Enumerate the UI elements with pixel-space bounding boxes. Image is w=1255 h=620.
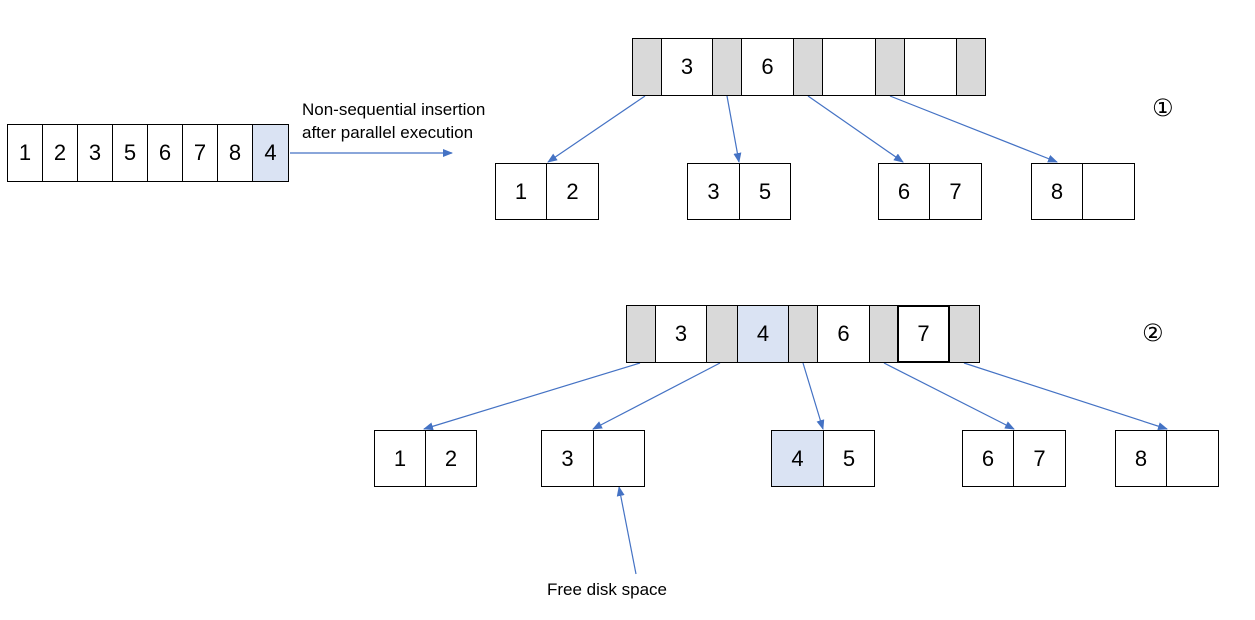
tree1-pointer-cell bbox=[875, 38, 905, 96]
tree1-marker: ① bbox=[1152, 94, 1174, 122]
leaf-cell: 5 bbox=[739, 163, 791, 220]
leaf-cell: 1 bbox=[495, 163, 547, 220]
tree2-pointer-cell bbox=[788, 305, 818, 363]
tree1-key-cell: 3 bbox=[661, 38, 713, 96]
leaf-cell: 7 bbox=[929, 163, 982, 220]
tree2-pointer-cell bbox=[626, 305, 656, 363]
tree2-pointer-cell bbox=[706, 305, 738, 363]
leaf-cell: 5 bbox=[823, 430, 875, 487]
tree2-arrow-4 bbox=[883, 362, 1015, 430]
tree2-arrow-2 bbox=[592, 362, 721, 430]
tree1-key-cell bbox=[904, 38, 957, 96]
inserted-sequence-cell: 4 bbox=[252, 124, 289, 182]
tree1-pointer-cell bbox=[793, 38, 823, 96]
tree1-pointer-cell bbox=[632, 38, 662, 96]
leaf-cell: 6 bbox=[878, 163, 930, 220]
leaf-cell bbox=[1082, 163, 1135, 220]
tree2-key-cell: 6 bbox=[817, 305, 870, 363]
leaf-cell: 2 bbox=[425, 430, 477, 487]
sequence-cell: 1 bbox=[7, 124, 43, 182]
leaf-cell: 2 bbox=[546, 163, 599, 220]
tree2-pointer-cell bbox=[949, 305, 980, 363]
tree1-arrow-2 bbox=[726, 95, 742, 163]
annotation-line-1: Non-sequential insertion bbox=[302, 100, 486, 119]
tree2-arrow-3 bbox=[802, 362, 825, 430]
sequence-cell: 8 bbox=[217, 124, 253, 182]
sequence-cell: 3 bbox=[77, 124, 113, 182]
tree1-arrow-1 bbox=[547, 95, 646, 163]
tree2-marker: ② bbox=[1142, 319, 1164, 347]
leaf-cell bbox=[1166, 430, 1219, 487]
tree1-arrow-3 bbox=[807, 95, 904, 163]
tree2-inserted-key-cell: 4 bbox=[737, 305, 789, 363]
leaf-cell: 3 bbox=[541, 430, 594, 487]
sequence-cell: 5 bbox=[112, 124, 148, 182]
tree2-key-cell: 7 bbox=[897, 305, 950, 363]
tree1-key-cell bbox=[822, 38, 876, 96]
tree1-arrow-4 bbox=[889, 95, 1058, 163]
free-space-arrow bbox=[616, 486, 637, 575]
tree2-key-cell: 3 bbox=[655, 305, 707, 363]
leaf-cell: 1 bbox=[374, 430, 426, 487]
sequence-cell: 7 bbox=[182, 124, 218, 182]
tree1-key-cell: 6 bbox=[741, 38, 794, 96]
leaf-cell: 3 bbox=[687, 163, 740, 220]
sequence-cell: 6 bbox=[147, 124, 183, 182]
leaf-cell: 6 bbox=[962, 430, 1014, 487]
annotation-line-2: after parallel execution bbox=[302, 123, 474, 142]
inserted-leaf-cell: 4 bbox=[771, 430, 824, 487]
free-leaf-cell bbox=[593, 430, 645, 487]
leaf-cell: 7 bbox=[1013, 430, 1066, 487]
tree2-arrow-1 bbox=[423, 362, 641, 431]
tree2-arrow-5 bbox=[963, 362, 1168, 431]
tree1-pointer-cell bbox=[712, 38, 742, 96]
leaf-cell: 8 bbox=[1115, 430, 1167, 487]
tree2-pointer-cell bbox=[869, 305, 899, 363]
sequence-cell: 2 bbox=[42, 124, 78, 182]
free-disk-space-label: Free disk space bbox=[547, 580, 667, 599]
tree1-pointer-cell bbox=[956, 38, 986, 96]
leaf-cell: 8 bbox=[1031, 163, 1083, 220]
